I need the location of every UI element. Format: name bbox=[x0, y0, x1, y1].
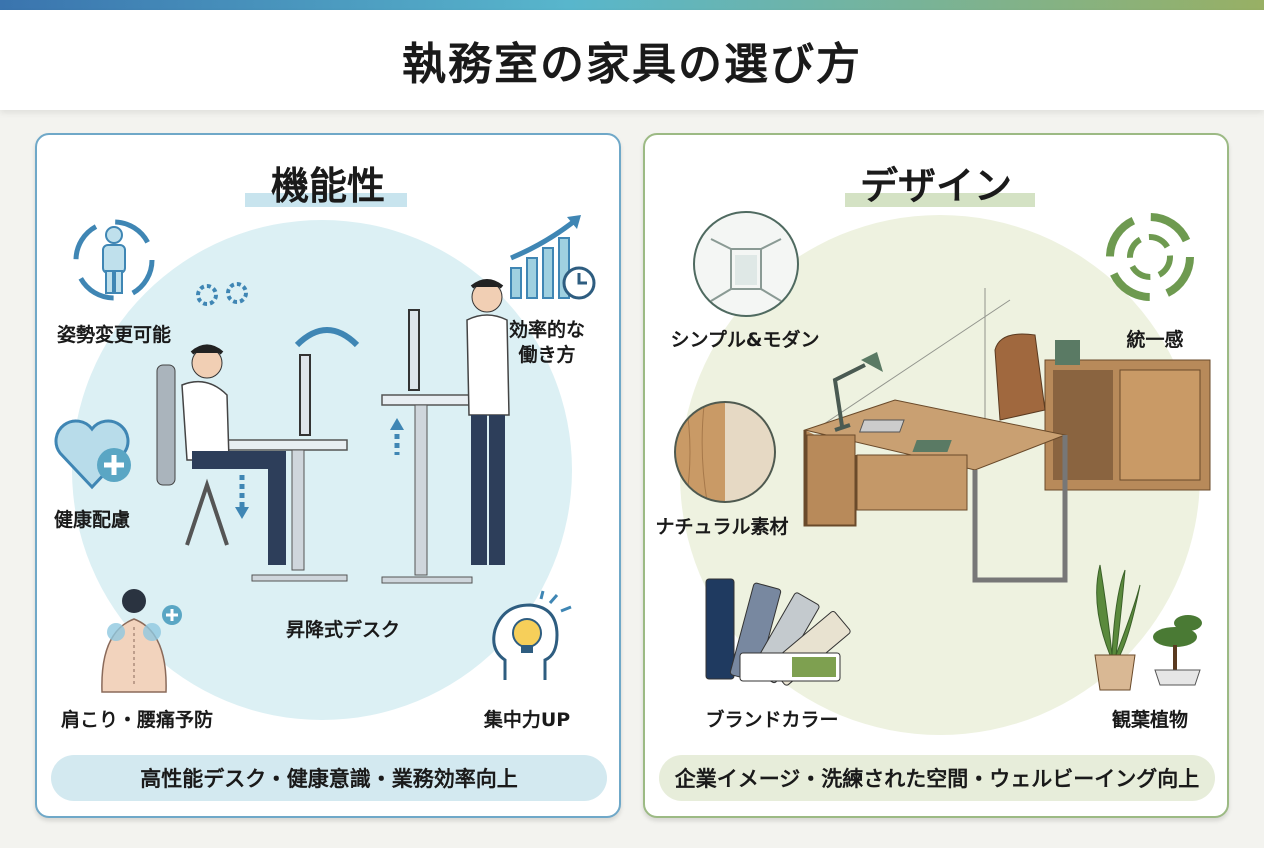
brand-color-swatch-icon bbox=[705, 578, 851, 686]
unity-cycle-icon bbox=[1106, 213, 1194, 301]
label-focus: 集中力UP bbox=[483, 709, 571, 731]
heading-highlight bbox=[245, 193, 407, 207]
plants-icon bbox=[1094, 564, 1202, 691]
panel-heading: 機能性 bbox=[270, 164, 385, 208]
panel-heading: デザイン bbox=[859, 164, 1012, 208]
label-plants: 観葉植物 bbox=[1111, 709, 1189, 731]
standing-desk-illustration bbox=[156, 279, 510, 584]
heart-plus-icon bbox=[54, 419, 131, 490]
posture-change-icon bbox=[73, 219, 155, 301]
back-shoulder-icon bbox=[101, 589, 182, 693]
label-health: 健康配慮 bbox=[53, 509, 131, 531]
page-title: 執務室の家具の選び方 bbox=[402, 39, 862, 90]
label-efficiency-line2: 働き方 bbox=[518, 344, 576, 366]
growth-chart-icon bbox=[510, 215, 596, 300]
label-unity: 統一感 bbox=[1126, 329, 1184, 351]
office-desk-illustration bbox=[803, 288, 1211, 583]
functionality-panel: 機能性 姿勢変更可能 健康配慮 肩こり・腰痛予防 効率的な 働き方 bbox=[35, 133, 621, 818]
design-panel: デザイン シンプル&モダン 統一感 ナチュラル素材 bbox=[643, 133, 1229, 818]
heading-highlight bbox=[845, 193, 1035, 207]
label-brand-color: ブランドカラー bbox=[705, 709, 839, 731]
label-simple-modern: シンプル&モダン bbox=[670, 329, 820, 351]
header: 執務室の家具の選び方 bbox=[0, 10, 1264, 110]
label-efficiency-line1: 効率的な bbox=[508, 319, 586, 341]
label-posture: 姿勢変更可能 bbox=[56, 324, 172, 346]
focus-lightbulb-icon bbox=[492, 590, 572, 680]
label-desk: 昇降式デスク bbox=[285, 619, 401, 641]
label-pain: 肩こり・腰痛予防 bbox=[60, 709, 214, 731]
summary-pill: 高性能デスク・健康意識・業務効率向上 bbox=[51, 755, 607, 801]
label-natural: ナチュラル素材 bbox=[655, 516, 789, 538]
summary-pill: 企業イメージ・洗練された空間・ウェルビーイング向上 bbox=[659, 755, 1215, 801]
top-gradient-bar bbox=[0, 0, 1264, 10]
modern-room-icon bbox=[693, 211, 799, 317]
natural-material-icon bbox=[674, 401, 776, 503]
